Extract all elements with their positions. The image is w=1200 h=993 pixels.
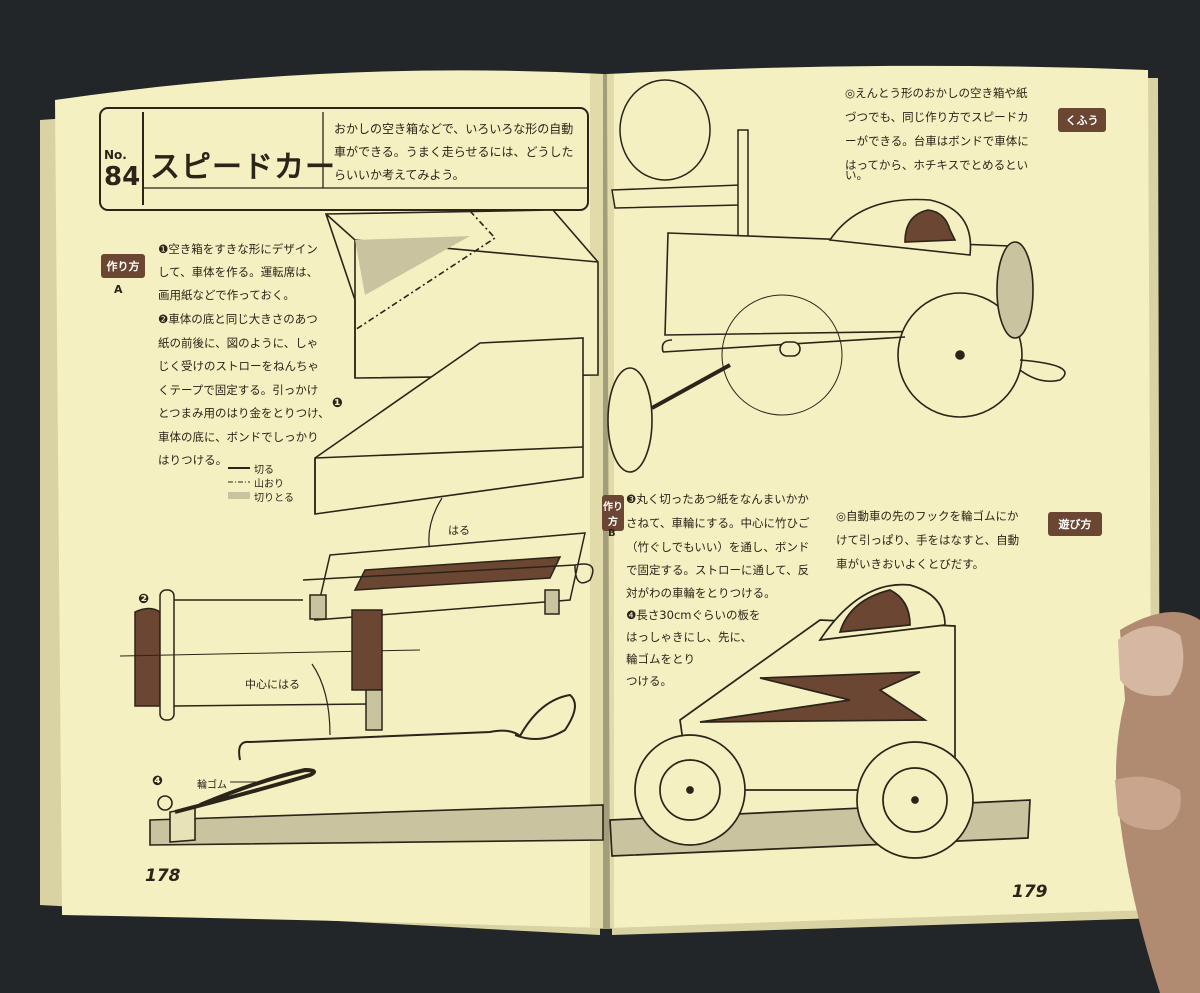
- straw-drawing: [119, 589, 421, 736]
- instruction-line: つける。: [626, 674, 672, 688]
- box-drawing: [324, 209, 599, 379]
- instruction-line: さねて、車輪にする。中心に竹ひご: [626, 516, 810, 530]
- kufu-line: はってから、ホチキスでとめるとい: [845, 158, 1029, 172]
- cylinder-car: [607, 198, 1066, 473]
- method-tab: 作り方: [101, 254, 145, 278]
- intro-line-1: おかしの空き箱などで、いろいろな形の自動: [334, 122, 574, 136]
- label-wagomu: 輪ゴム: [197, 780, 227, 791]
- title-frame: [99, 107, 589, 211]
- instruction-line: （竹ぐしでもいい）を通し、ボンド: [626, 540, 810, 554]
- page-title: スピードカー: [150, 150, 336, 185]
- instruction-line: して、車体を作る。運転席は、: [158, 265, 319, 279]
- instruction-line: はりつける。: [158, 453, 228, 467]
- play-tab: 遊び方: [1048, 512, 1102, 536]
- instruction-line: 紙の前後に、図のように、しゃ: [158, 336, 319, 350]
- instruction-line: くテープで固定する。引っかけ: [158, 383, 319, 397]
- launcher-drawing: [149, 767, 604, 846]
- kufu-line: い。: [845, 168, 868, 182]
- kufu-line: づつでも、同じ作り方でスピードカ: [845, 110, 1029, 124]
- instruction-line: ❹長さ30cmぐらいの板を: [626, 608, 761, 622]
- step-4-marker: ❹: [152, 774, 164, 789]
- instruction-line: 車体の底に、ボンドでしっかり: [158, 430, 319, 444]
- instruction-line: ❷車体の底と同じ大きさのあつ: [158, 312, 318, 326]
- instruction-line: で固定する。ストローに通して、反: [626, 563, 810, 577]
- play-line: ◎自動車の先のフックを輪ゴムにか: [836, 509, 1019, 523]
- step-2-marker: ❷: [138, 592, 150, 607]
- method-sub-b: B: [608, 528, 616, 539]
- chassis-drawing: [302, 532, 594, 621]
- instruction-line: 対がわの車輪をとりつける。: [626, 586, 776, 600]
- method-sub: A: [114, 283, 123, 296]
- label-haru: はる: [448, 524, 470, 537]
- instruction-line: 輪ゴムをとり: [626, 652, 695, 666]
- instruction-line: じく受けのストローをねんちゃ: [158, 359, 319, 373]
- no-label: No.: [104, 148, 127, 162]
- instruction-line: 画用紙などで作っておく。: [158, 288, 295, 302]
- instruction-line: ❸丸く切ったあつ紙をなんまいかか: [626, 492, 809, 506]
- hook-wire: [238, 693, 576, 761]
- method-tab-b: 作り方: [602, 495, 624, 531]
- hand-photo: [1115, 612, 1200, 993]
- kufu-line: ◎えんとう形のおかしの空き箱や紙: [845, 86, 1028, 100]
- left-page-number: 178: [145, 866, 181, 886]
- intro-line-2: 車ができる。うまく走らせるには、どうした: [334, 145, 574, 159]
- label-chushin: 中心にはる: [245, 678, 300, 691]
- play-line: 車がいきおいよくとびだす。: [836, 557, 985, 571]
- wedge-car: [609, 583, 1031, 859]
- legend-cut: 切る: [254, 465, 274, 476]
- body-drawing: [314, 337, 584, 515]
- right-page-number: 179: [1012, 882, 1048, 902]
- instruction-line: ❶空き箱をすきな形にデザイン: [158, 242, 318, 256]
- kufu-tab: くふう: [1058, 108, 1106, 132]
- instruction-line: とつまみ用のはり金をとりつけ、: [158, 406, 330, 420]
- play-line: けて引っぱり、手をはなすと、自動: [836, 533, 1020, 547]
- kufu-line: ーができる。台車はボンドで車体に: [845, 134, 1029, 148]
- legend-mountain-fold: 山おり: [254, 479, 284, 490]
- instruction-line: はっしゃきにし、先に、: [626, 630, 753, 644]
- no-value: 84: [104, 162, 141, 192]
- intro-line-3: らいいか考えてみよう。: [334, 168, 465, 182]
- legend-cut-out: 切りとる: [254, 493, 294, 504]
- cylinder-car-top: [611, 79, 749, 246]
- step-1-marker: ❶: [332, 396, 344, 411]
